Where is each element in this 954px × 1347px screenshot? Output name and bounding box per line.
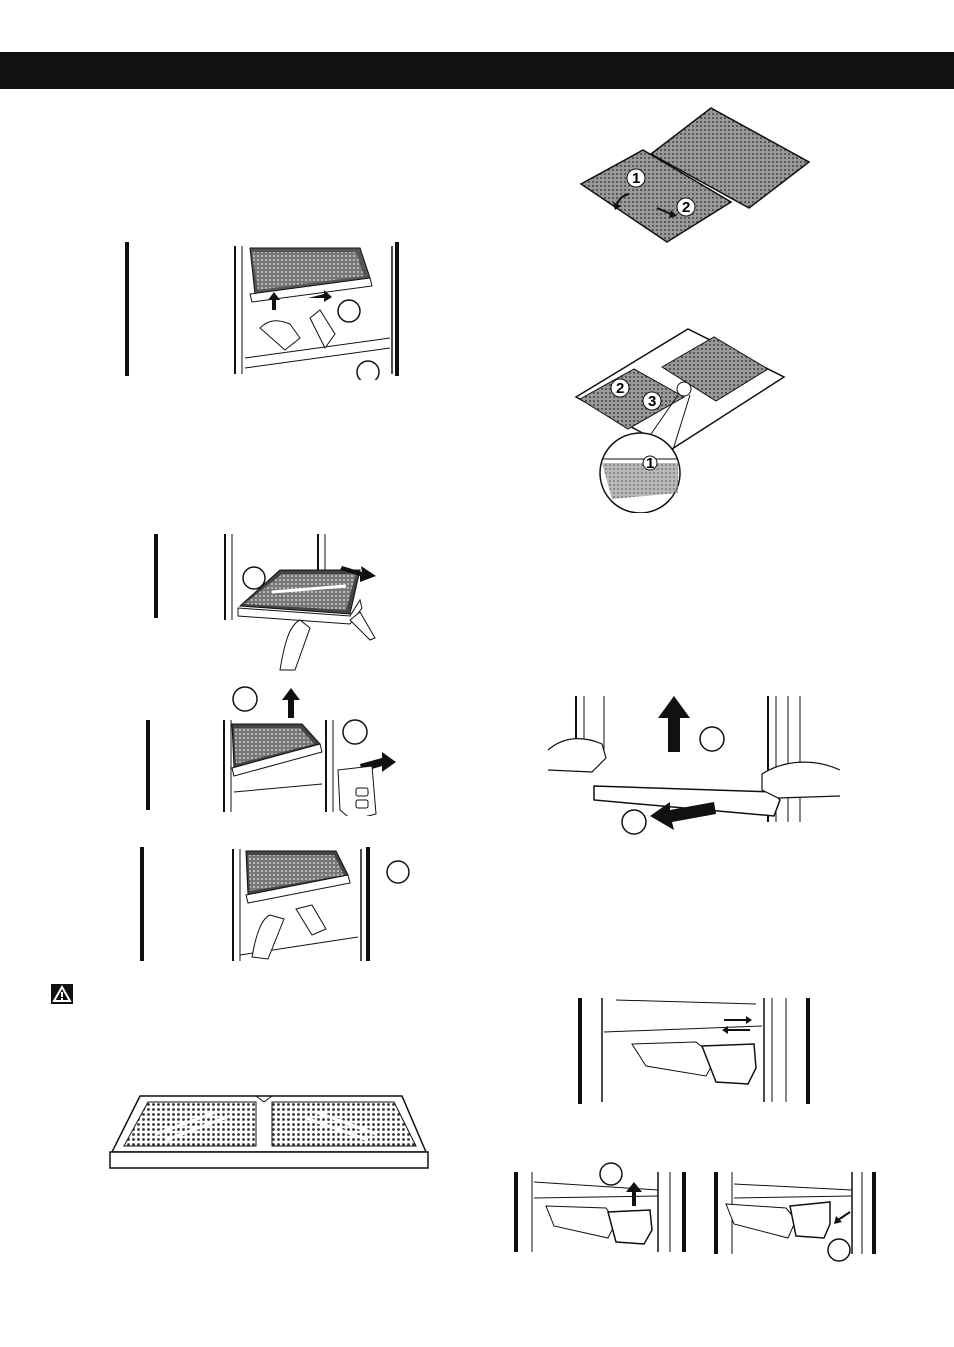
- figure-shelf-removal: [120, 238, 410, 380]
- figure-shelf-bracket: [142, 684, 402, 816]
- figure-filter-install: 2 3 1: [572, 323, 792, 513]
- step-number-2b: 2: [616, 380, 624, 397]
- step-number-2: 2: [682, 199, 690, 216]
- figure-bin-slide: [576, 994, 816, 1106]
- figure-shelf-full: [106, 1092, 432, 1174]
- figure-shelf-insert: [150, 530, 390, 680]
- figure-filter-panels: 1 2: [575, 104, 815, 246]
- figure-bin-lift: [512, 1160, 692, 1256]
- figure-door-bin-removal: [544, 692, 844, 840]
- figure-bin-pull: [712, 1168, 880, 1262]
- section-header-bar: [0, 52, 954, 89]
- step-number-3: 3: [648, 393, 656, 410]
- figure-shelf-install: [136, 845, 426, 965]
- step-number-1: 1: [632, 170, 640, 187]
- warning-icon: [51, 984, 73, 1004]
- step-number-1b: 1: [646, 455, 654, 472]
